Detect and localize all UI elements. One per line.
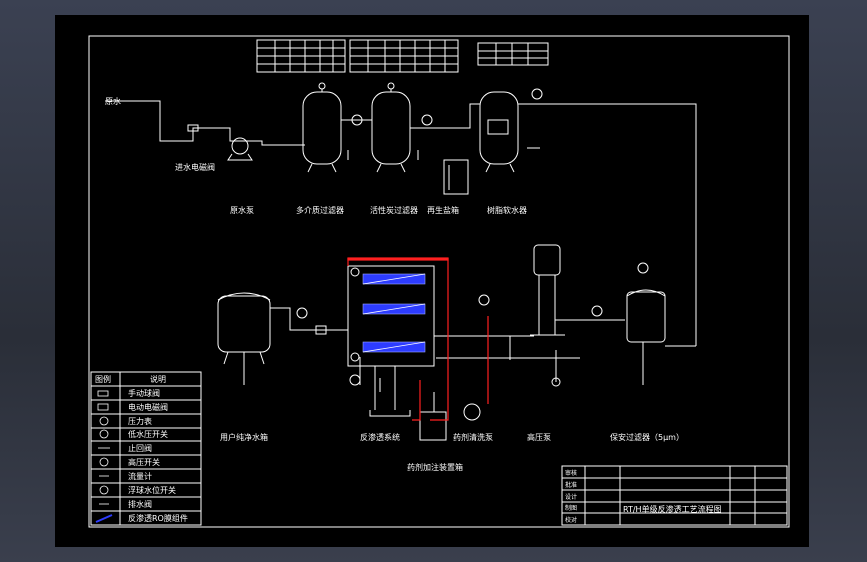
ball-valve-icon xyxy=(97,390,109,397)
label-inlet-valve: 进水电磁阀 xyxy=(175,162,215,172)
legend-header-desc: 说明 xyxy=(150,374,166,384)
label-pure-tank: 用户纯净水箱 xyxy=(220,432,268,442)
title-block xyxy=(561,465,788,526)
softener-controller xyxy=(487,119,509,135)
legend-item: 高压开关 xyxy=(128,457,160,467)
high-pressure-switch-icon xyxy=(99,457,109,467)
label-softener: 树脂软水器 xyxy=(487,205,527,215)
title-row: 校对 xyxy=(565,516,577,524)
label-ro-system: 反渗透系统 xyxy=(360,432,400,442)
title-row: 制图 xyxy=(565,504,577,512)
legend-item: 压力表 xyxy=(128,416,152,426)
label-chem-pump: 药剂清洗泵 xyxy=(453,432,493,442)
legend-item: 反渗透RO膜组件 xyxy=(128,513,188,523)
legend-item: 排水阀 xyxy=(128,499,152,509)
legend-item: 浮球水位开关 xyxy=(128,485,176,495)
title-row: 设计 xyxy=(565,493,577,501)
legend-table xyxy=(90,371,202,526)
label-inlet: 原水 xyxy=(105,96,121,106)
label-multi-filter: 多介质过滤器 xyxy=(296,205,344,215)
label-security-filter: 保安过滤器（5μm） xyxy=(610,432,684,442)
legend-item: 流量计 xyxy=(128,471,152,481)
param-table-1 xyxy=(256,39,346,73)
inlet-pipe xyxy=(105,100,295,146)
ro-membrane-legend-icon xyxy=(95,514,113,523)
title-row: 批准 xyxy=(565,481,577,489)
drawing-border xyxy=(88,35,790,528)
softener-vessel xyxy=(479,91,519,165)
label-carbon-filter: 活性炭过滤器 xyxy=(370,205,418,215)
legend-header-symbol: 图例 xyxy=(95,374,111,384)
title-row: 审核 xyxy=(565,469,577,477)
security-filter xyxy=(626,291,666,343)
label-dosing: 药剂加注装置箱 xyxy=(407,462,463,472)
legend-item: 电动电磁阀 xyxy=(128,402,168,412)
legend-item: 手动球阀 xyxy=(128,388,160,398)
solenoid-valve-icon xyxy=(97,403,109,411)
param-table-2 xyxy=(349,39,459,73)
pressure-gauge-icon xyxy=(99,416,109,426)
legend-item: 低水压开关 xyxy=(128,429,168,439)
label-raw-pump: 原水泵 xyxy=(230,205,254,215)
drawing-title: RT/H单级反渗透工艺流程图 xyxy=(623,504,722,514)
salt-tank xyxy=(443,159,469,195)
raw-water-pump-symbol xyxy=(231,137,249,155)
chem-pump-symbol xyxy=(463,403,481,421)
dosing-tank xyxy=(419,411,447,441)
inlet-solenoid-valve xyxy=(187,124,199,132)
legend-item: 止回阀 xyxy=(128,443,152,453)
low-pressure-switch-icon xyxy=(99,429,109,439)
label-salt-tank: 再生盐箱 xyxy=(427,205,459,215)
param-table-3 xyxy=(477,42,549,66)
float-switch-icon xyxy=(99,485,109,495)
label-hp-pump: 高压泵 xyxy=(527,432,551,442)
cleaning-circuit xyxy=(347,257,489,421)
